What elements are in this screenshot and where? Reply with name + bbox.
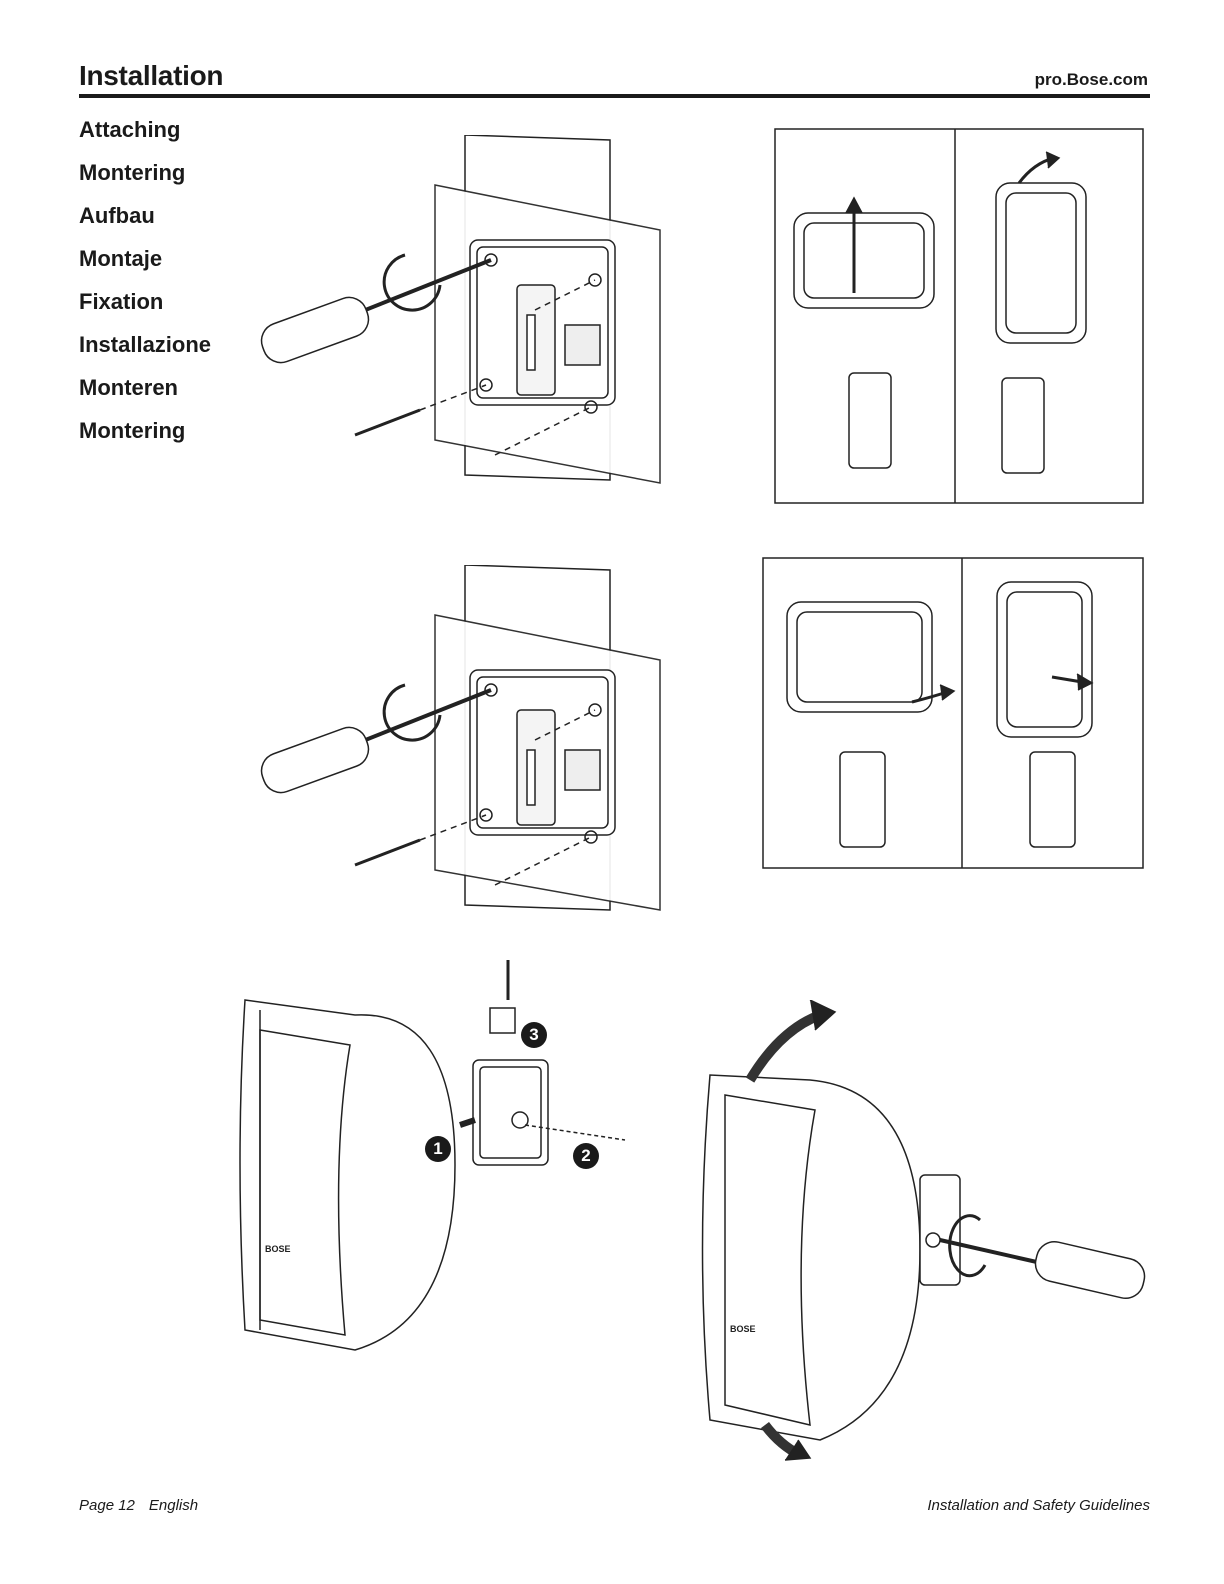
wall-mount-illustration-2 — [255, 565, 675, 915]
step-callout-3: 3 — [521, 1022, 547, 1048]
section-title-nl: Monteren — [79, 374, 211, 417]
footer-page-number: Page 12 — [79, 1497, 135, 1514]
svg-text:BOSE: BOSE — [265, 1244, 291, 1254]
step-callout-1: 1 — [425, 1136, 451, 1162]
header-rule — [79, 94, 1150, 98]
section-title-es: Montaje — [79, 245, 211, 288]
section-title-da: Montering — [79, 159, 211, 202]
section-title-list: Attaching Montering Aufbau Montaje Fixat… — [79, 116, 211, 460]
page-title: Installation — [79, 60, 223, 92]
section-title-fr: Fixation — [79, 288, 211, 331]
footer-doc-title: Installation and Safety Guidelines — [927, 1497, 1150, 1514]
section-title-en: Attaching — [79, 116, 211, 159]
speaker-swivel-detail-2 — [762, 557, 1146, 871]
footer-language: English — [149, 1497, 198, 1514]
speaker-tilt-detail-1 — [774, 128, 1146, 506]
step-callout-2: 2 — [573, 1143, 599, 1169]
svg-text:BOSE: BOSE — [730, 1324, 756, 1334]
section-title-de: Aufbau — [79, 202, 211, 245]
footer-page-info: Page 12 English — [79, 1497, 198, 1514]
section-title-it: Installazione — [79, 331, 211, 374]
site-url: pro.Bose.com — [1035, 70, 1148, 90]
speaker-tighten-illustration: BOSE — [690, 1000, 1180, 1470]
section-title-sv: Montering — [79, 417, 211, 460]
wall-mount-illustration-1 — [255, 135, 675, 485]
